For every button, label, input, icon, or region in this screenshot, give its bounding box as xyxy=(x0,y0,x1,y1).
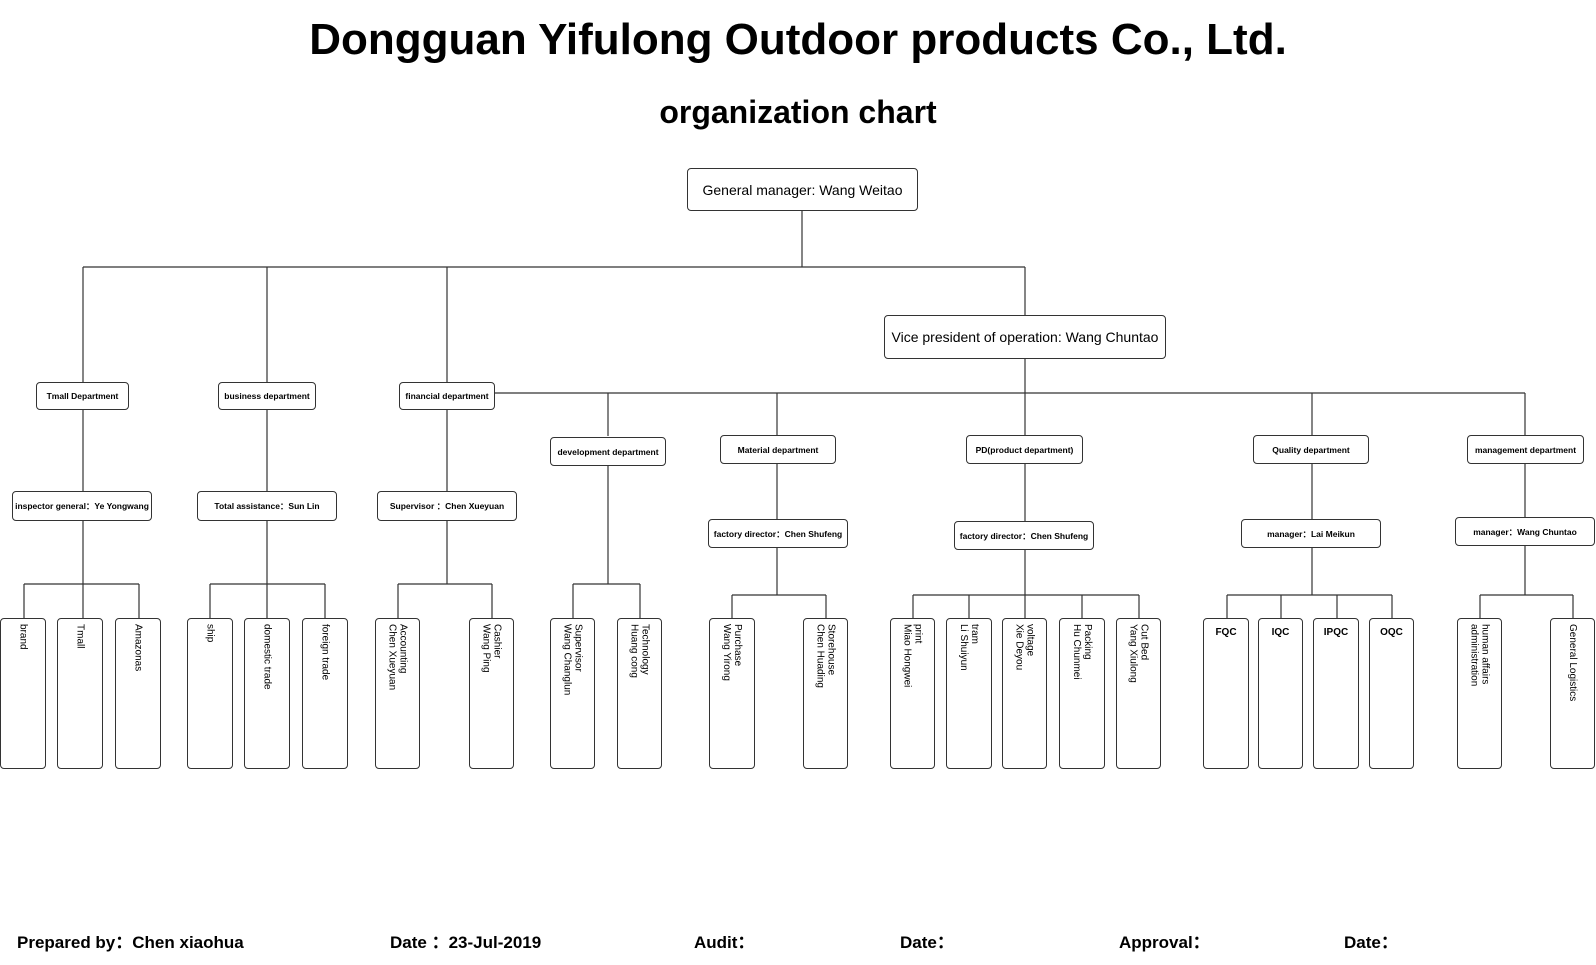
unit-box: Amazonas xyxy=(115,618,161,769)
dept-tmall-box: Tmall Department xyxy=(36,382,129,410)
unit-box: Storehouse Chen Huading xyxy=(803,618,848,769)
unit-box: print Miao Hongwei xyxy=(890,618,935,769)
head-financial-box: Supervisor ：Chen Xueyuan xyxy=(377,491,517,521)
unit-box: tram Li Shuiyun xyxy=(946,618,992,769)
head-quality-box: manager：Lai Meikun xyxy=(1241,519,1381,548)
unit-box: FQC xyxy=(1203,618,1249,769)
unit-box: IQC xyxy=(1258,618,1303,769)
unit-label: IQC xyxy=(1271,627,1290,638)
unit-box: IPQC xyxy=(1313,618,1359,769)
chart-subtitle: organization chart xyxy=(659,94,937,130)
dept-financial-box: financial department xyxy=(399,382,495,410)
unit-label: Accounting Chen Xueyuan xyxy=(386,624,409,691)
chart-title: Dongguan Yifulong Outdoor products Co., … xyxy=(309,15,1287,64)
unit-label: Supervisor Wang Changlun xyxy=(561,624,584,696)
unit-label: Purchase Wang Yirong xyxy=(721,624,743,681)
unit-box: brand xyxy=(0,618,46,769)
approval-label: Approval： xyxy=(1119,933,1210,952)
unit-box: ship xyxy=(187,618,233,769)
unit-label: Technology Huang cong xyxy=(628,624,651,678)
dept-management-box: management department xyxy=(1467,435,1584,464)
unit-label: ship xyxy=(204,624,216,643)
unit-label: human affairs administration xyxy=(1468,624,1491,687)
unit-label: tram Li Shuiyun xyxy=(958,624,980,671)
dept-material-box: Material department xyxy=(720,435,836,464)
unit-label: OQC xyxy=(1380,627,1403,638)
unit-box: General Logistics xyxy=(1550,618,1595,769)
dept-quality-box: Quality department xyxy=(1253,435,1369,464)
unit-box: domestic trade xyxy=(244,618,290,769)
unit-label: print Miao Hongwei xyxy=(901,624,924,688)
unit-label: IPQC xyxy=(1323,627,1349,638)
unit-box: Purchase Wang Yirong xyxy=(709,618,755,769)
approval-date-label: Date： xyxy=(1344,933,1398,952)
prepared-date: Date ：23-Jul-2019 xyxy=(390,933,542,952)
audit-date-label: Date： xyxy=(900,933,954,952)
unit-box: Cut Bed Yang Xiulong xyxy=(1116,618,1161,769)
unit-label: domestic trade xyxy=(261,624,273,690)
unit-box: foreign trade xyxy=(302,618,348,769)
head-tmall-box: inspector general：Ye Yongwang xyxy=(12,491,152,521)
unit-label: Packing Hu Chunmei xyxy=(1071,624,1093,680)
unit-box: OQC xyxy=(1369,618,1414,769)
unit-label: Cashier Wang Ping xyxy=(480,624,503,673)
unit-box: Technology Huang cong xyxy=(617,618,662,769)
vice-president-box: Vice president of operation: Wang Chunta… xyxy=(884,315,1166,359)
unit-label: Amazonas xyxy=(132,624,144,672)
signature-footer: Prepared by：Chen xiaohua Date ：23-Jul-20… xyxy=(0,928,1596,952)
unit-label: voltage Xie Deyou xyxy=(1013,624,1036,671)
head-management-box: manager：Wang Chuntao xyxy=(1455,517,1595,546)
unit-label: foreign trade xyxy=(319,624,331,681)
head-business-box: Total assistance：Sun Lin xyxy=(197,491,337,521)
head-material-box: factory director：Chen Shufeng xyxy=(708,519,848,548)
unit-box: voltage Xie Deyou xyxy=(1002,618,1047,769)
dept-pd-box: PD(product department) xyxy=(966,435,1083,464)
unit-box: Tmall xyxy=(57,618,103,769)
prepared-by: Prepared by：Chen xiaohua xyxy=(17,933,244,952)
dept-business-box: business department xyxy=(218,382,316,410)
unit-box: human affairs administration xyxy=(1457,618,1502,769)
general-manager-box: General manager: Wang Weitao xyxy=(687,168,918,211)
unit-label: Storehouse Chen Huading xyxy=(814,624,837,688)
unit-label: General Logistics xyxy=(1567,624,1578,702)
dept-development-box: development department xyxy=(550,437,666,466)
unit-label: Tmall xyxy=(74,624,86,649)
unit-label: Cut Bed Yang Xiulong xyxy=(1127,624,1150,683)
unit-box: Packing Hu Chunmei xyxy=(1059,618,1105,769)
unit-label: brand xyxy=(17,624,29,650)
audit-label: Audit： xyxy=(694,933,755,952)
head-pd-box: factory director：Chen Shufeng xyxy=(954,521,1094,550)
unit-box: Cashier Wang Ping xyxy=(469,618,514,769)
unit-box: Accounting Chen Xueyuan xyxy=(375,618,420,769)
unit-box: Supervisor Wang Changlun xyxy=(550,618,595,769)
unit-label: FQC xyxy=(1215,627,1237,638)
